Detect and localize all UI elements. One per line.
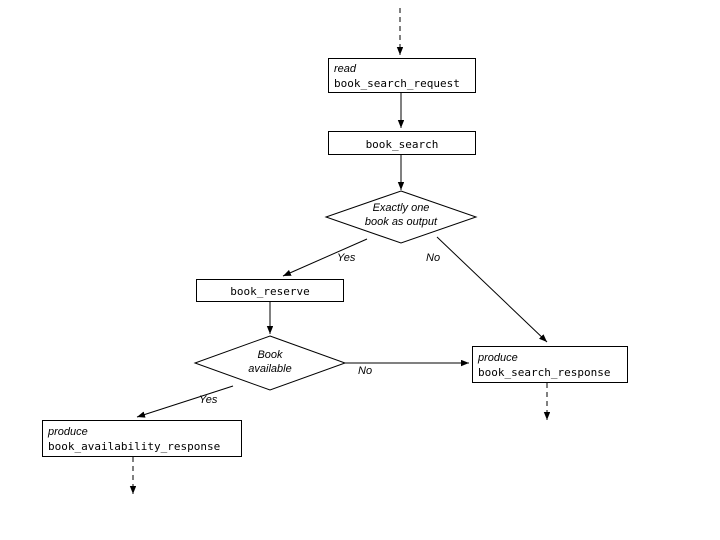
node-book-search-box[interactable] (328, 131, 476, 155)
edge-label-decision-one-book-yes: Yes (337, 252, 356, 264)
edge-label-decision-one-book-no: No (426, 252, 440, 264)
edge-label-book-available-yes: Yes (199, 394, 218, 406)
node-decision-book-available-line1: Book (257, 349, 283, 361)
node-decision-one-book-shape[interactable] (324, 190, 478, 244)
node-produce-availability-box[interactable] (42, 420, 242, 457)
node-book-search-label: book_search (366, 138, 439, 151)
node-book-reserve-box[interactable] (196, 279, 344, 302)
node-read-line1: read (334, 63, 357, 75)
node-produce-availability-line1: produce (47, 426, 88, 438)
node-read-box[interactable] (328, 58, 476, 93)
node-book-reserve-label: book_reserve (230, 285, 309, 298)
node-decision-book-available-line2: available (248, 363, 291, 375)
node-produce-book-availability-response[interactable]: produce book_availability_response (42, 420, 242, 457)
node-decision-book-available-shape[interactable] (193, 335, 347, 391)
node-produce-search-response-box[interactable] (472, 346, 628, 383)
node-produce-search-response-line2: book_search_response (478, 366, 610, 379)
edge-decision-yes-to-book-reserve (282, 238, 368, 277)
edge-label-book-available-no: No (358, 365, 372, 377)
node-produce-book-search-response[interactable]: produce book_search_response (472, 346, 628, 383)
edge-available-yes-to-produce-availability (136, 385, 234, 418)
node-decision-one-book-line1: Exactly one (373, 202, 430, 214)
node-decision-book-available[interactable]: Book available (193, 335, 347, 391)
edge-decision-no-to-produce-search-response (436, 236, 548, 343)
node-read-line2: book_search_request (334, 77, 460, 90)
node-decision-exactly-one-book[interactable]: Exactly one book as output (324, 190, 478, 244)
node-produce-availability-line2: book_availability_response (48, 440, 220, 453)
node-book-reserve[interactable]: book_reserve (196, 279, 344, 302)
node-book-search[interactable]: book_search (328, 131, 476, 155)
node-read-book-search-request[interactable]: read book_search_request (328, 58, 476, 93)
node-produce-search-response-line1: produce (477, 352, 518, 364)
node-decision-one-book-line2: book as output (365, 216, 438, 228)
